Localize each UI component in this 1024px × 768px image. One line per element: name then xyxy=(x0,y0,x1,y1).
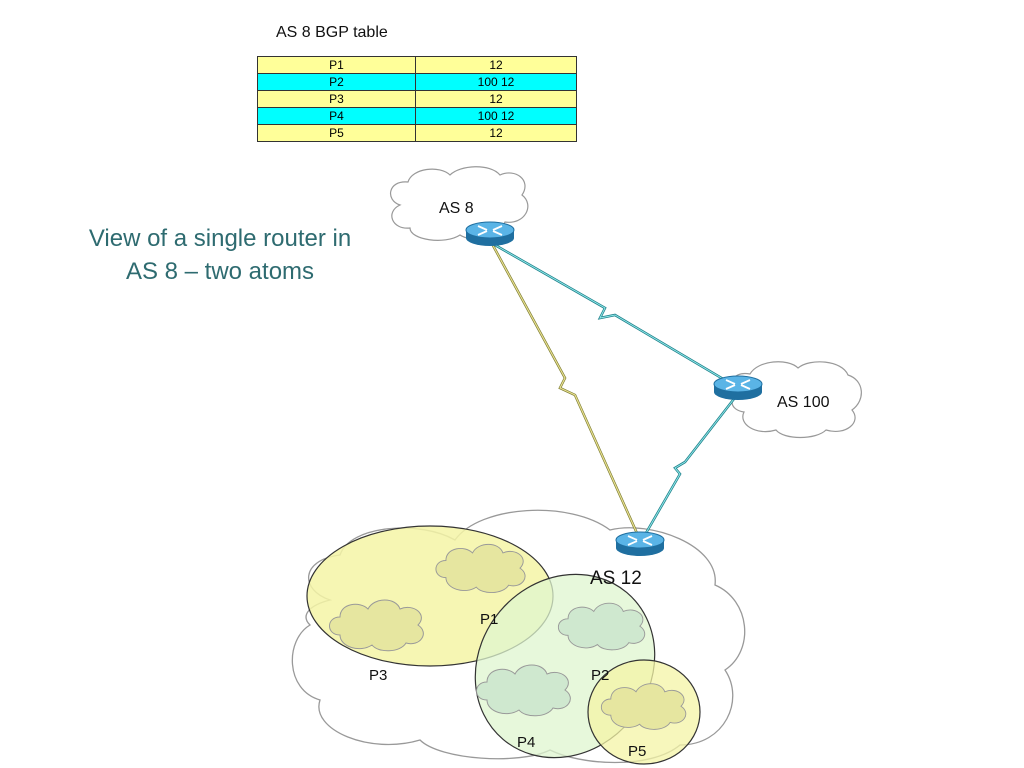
prefix-label-p1: P1 xyxy=(480,611,498,628)
prefix-label-p5: P5 xyxy=(628,743,646,760)
prefix-cell: P5 xyxy=(257,124,416,142)
caption: View of a single router in AS 8 – two at… xyxy=(40,222,400,288)
link-as8-as12 xyxy=(488,239,642,541)
prefix-label-p3: P3 xyxy=(369,667,387,684)
router-icon xyxy=(465,221,515,247)
prefix-cloud-p2 xyxy=(557,602,646,651)
prefix-label-p2: P2 xyxy=(591,667,609,684)
as8-label: AS 8 xyxy=(439,200,474,217)
as100-cloud xyxy=(730,361,862,439)
router-icon xyxy=(615,531,665,557)
table-title: AS 8 BGP table xyxy=(276,24,388,41)
link-as8-as100 xyxy=(494,243,736,388)
prefix-cloud-p3 xyxy=(329,599,424,652)
as-path-cell: 12 xyxy=(415,124,577,142)
prefix-cloud-p1 xyxy=(435,543,526,594)
prefix-cloud-p4 xyxy=(476,664,571,717)
table-row: P4 100 12 xyxy=(257,107,577,125)
table-row: P1 12 xyxy=(257,56,577,74)
table-row: P5 12 xyxy=(257,124,577,142)
caption-line-2: AS 8 – two atoms xyxy=(125,258,315,285)
as-path-cell: 100 12 xyxy=(415,73,577,91)
table-row: P2 100 12 xyxy=(257,73,577,91)
prefix-cloud-p5 xyxy=(600,683,687,730)
router-icon xyxy=(713,375,763,401)
as-path-cell: 100 12 xyxy=(415,107,577,125)
bgp-table: P1 12 P2 100 12 P3 12 P4 100 12 P5 12 xyxy=(257,56,577,142)
as12-label: AS 12 xyxy=(590,568,642,589)
prefix-label-p4: P4 xyxy=(517,734,535,751)
link-as100-as12 xyxy=(640,394,738,541)
caption-line-1: View of a single router in xyxy=(88,225,352,252)
as100-label: AS 100 xyxy=(777,394,830,411)
